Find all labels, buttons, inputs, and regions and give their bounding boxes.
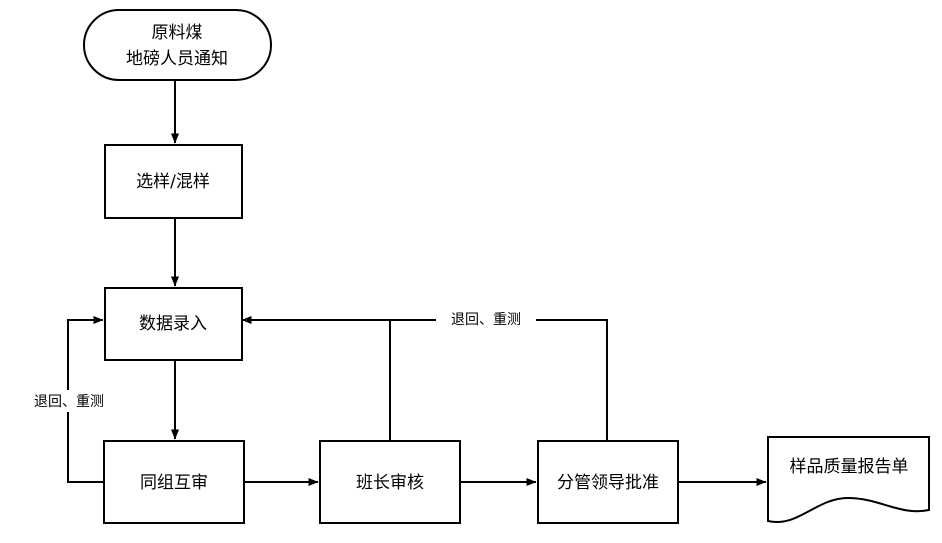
edge-label-return-left: 退回、重测 [34,394,104,410]
node-report-label: 样品质量报告单 [790,457,909,477]
edge-manager-approve-return-to-data-entry [390,319,608,441]
node-start-label-line2: 地磅人员通知 [126,49,228,69]
edge-label-return-right: 退回、重测 [451,312,521,328]
node-start-label-line1: 原料煤 [152,23,203,43]
node-peer-review[interactable] [103,440,245,524]
node-manager-approve[interactable] [537,440,679,524]
node-report[interactable] [767,436,930,524]
node-leader-review-label: 班长审核 [356,473,424,493]
return-right-label-backdrop [436,310,536,330]
node-start[interactable] [83,9,272,81]
node-data-entry[interactable] [104,287,243,361]
node-peer-review-label: 同组互审 [140,473,208,493]
node-data-entry-label: 数据录入 [139,314,207,334]
edge-leader-review-return-to-data-entry [241,316,391,441]
return-left-label-backdrop [14,390,124,412]
node-manager-approve-label: 分管领导批准 [557,473,659,493]
node-sampling[interactable] [104,144,243,219]
node-leader-review[interactable] [319,440,461,524]
node-sampling-label: 选样/混样 [136,172,210,192]
